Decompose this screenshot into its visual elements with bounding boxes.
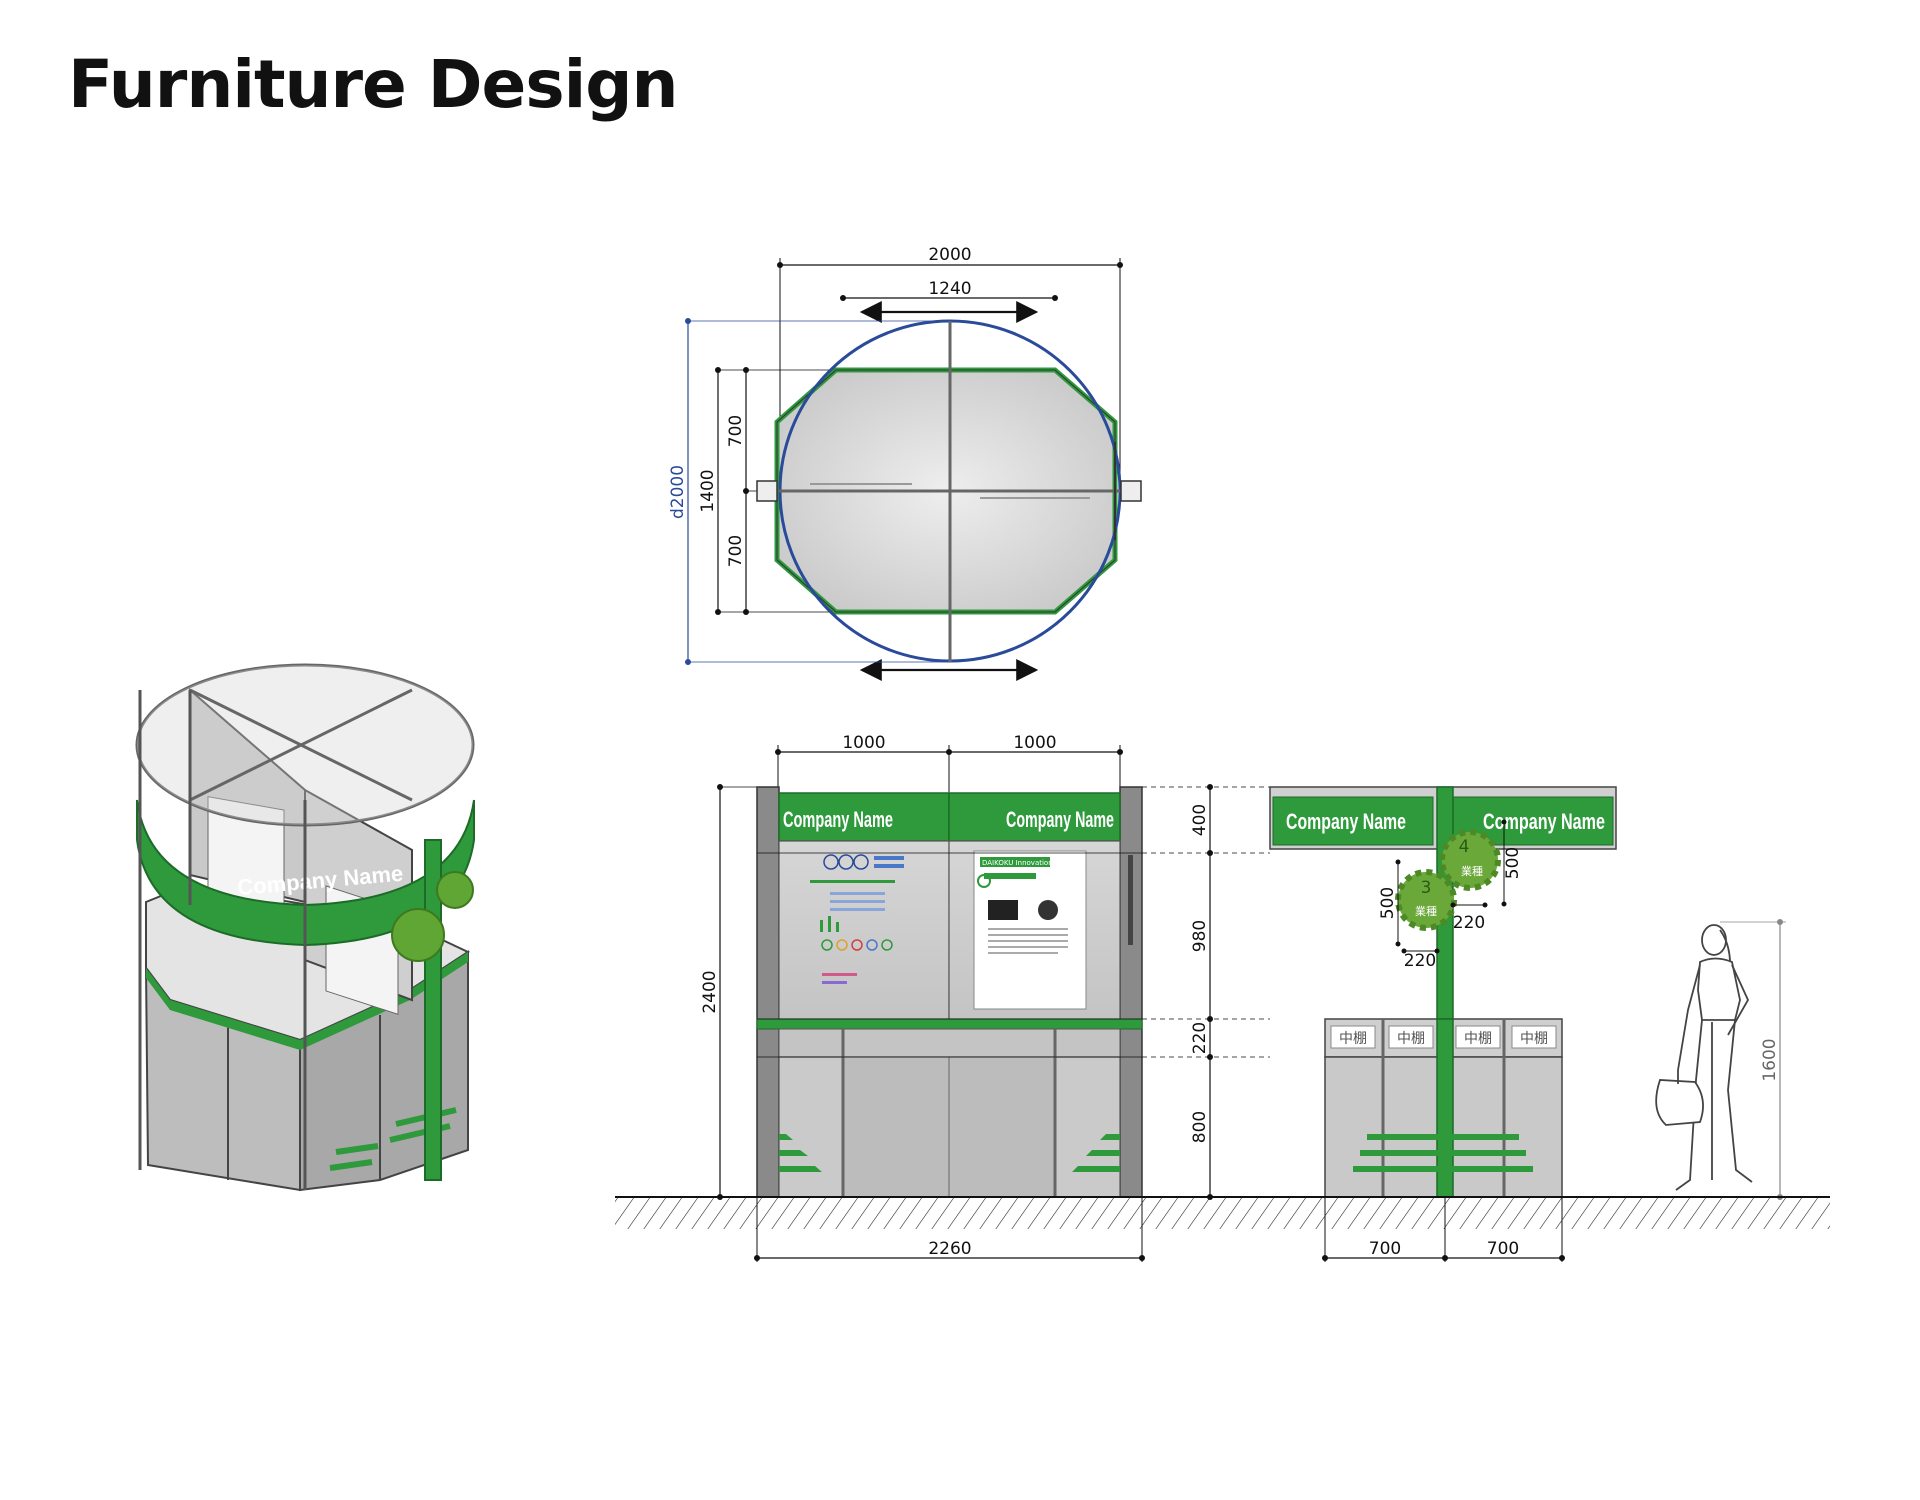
front-total-height-label: 2400 [700,970,720,1013]
side-sign-left [1272,796,1434,846]
height-dimension-chain: 400 980 220 800 [757,784,1270,1200]
side-gear-4: 4 業種 [1439,829,1501,891]
front-module-left-label: 1000 [842,733,885,753]
shelf-label-3: 中棚 [1464,1031,1492,1047]
front-sign-right [948,792,1121,842]
plan-post-left [756,480,778,502]
front-total-width-label: 2260 [928,1239,971,1259]
gear-4-text: 業種 [1461,864,1483,878]
side-width-right-label: 700 [1487,1239,1519,1259]
plan-view: 2000 1240 d2000 1400 700 700 [668,245,1142,681]
plan-depth-label: 1400 [698,469,718,512]
plan-width-label: 2000 [928,245,971,265]
shelf-label-1: 中棚 [1339,1031,1367,1047]
plan-diameter-label: d2000 [668,465,688,519]
front-sign-height-label: 400 [1190,804,1210,836]
front-poster-left [810,854,904,984]
front-poster-right: DAIKOKU Innovation [973,850,1087,1010]
shelf-label-4: 中棚 [1520,1031,1548,1047]
side-gear-dim-1: 500 [1378,887,1398,919]
front-module-right-label: 1000 [1013,733,1056,753]
page-title: Furniture Design [68,46,678,123]
gear-3-number: 3 [1421,878,1432,898]
side-sign-left-text: Company Name [1286,809,1406,834]
front-sign-left-text: Company Name [783,807,893,832]
isometric-view: Company Name [135,663,475,1192]
front-sign-right-text: Company Name [1006,807,1114,832]
gear-4-number: 4 [1459,837,1470,857]
front-sign-left [778,792,950,842]
side-gear-3: 3 業種 [1395,869,1457,931]
side-gear-offset-1: 220 [1404,951,1436,971]
human-height-label: 1600 [1760,1038,1780,1081]
side-shelf-labels: 中棚 中棚 中棚 中棚 [1330,1025,1557,1049]
human-height-dimension: 1600 [1720,919,1786,1200]
human-figure [1655,924,1753,1191]
plan-inner-width-label: 1240 [928,279,971,299]
front-ledge [756,1018,1143,1030]
plan-half-depth-bottom: 700 [726,535,746,567]
plan-half-depth-top: 700 [726,415,746,447]
front-panel-height-label: 980 [1190,920,1210,952]
front-ledge-height-label: 220 [1190,1022,1210,1054]
ground-line [615,1196,1830,1229]
poster-heading: DAIKOKU Innovation [982,859,1053,867]
iso-gear [391,908,445,962]
side-gear-dim-2: 500 [1503,847,1523,879]
iso-sign-band [136,799,475,947]
shelf-label-2: 中棚 [1397,1031,1425,1047]
front-base-height-label: 800 [1190,1111,1210,1143]
side-width-left-label: 700 [1369,1239,1401,1259]
side-sign-right-text: Company Name [1483,809,1605,834]
gear-3-text: 業種 [1415,904,1437,918]
side-gear-offset-2: 220 [1453,913,1485,933]
side-elevation: Company Name Company Name 3 業種 4 業種 500 … [1269,786,1617,1262]
plan-post-right [1120,480,1142,502]
front-elevation: 1000 1000 2400 Company Name Company Name [700,733,1145,1262]
